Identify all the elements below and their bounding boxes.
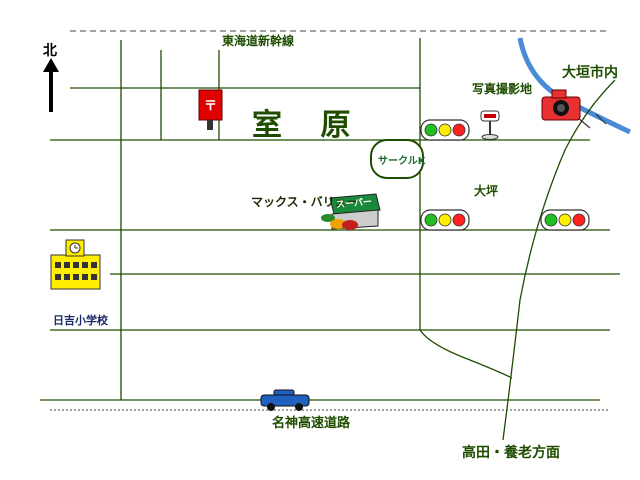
- district-label: 室 原: [252, 108, 365, 143]
- supermarket-icon: [321, 193, 381, 230]
- bus-stop-icon: [480, 110, 500, 140]
- ogaki-label: 大垣市内: [562, 65, 618, 81]
- bridge-marks: [577, 113, 607, 129]
- roads: [40, 38, 620, 441]
- shinkansen-label: 東海道新幹線: [222, 34, 295, 48]
- convenience-store-icon: [370, 139, 424, 179]
- svg-text:〒: 〒: [204, 99, 217, 114]
- car-icon: [260, 389, 310, 411]
- post-box-icon: 〒: [198, 89, 223, 130]
- traffic-signal-icon: [420, 209, 470, 231]
- school-icon: [50, 239, 101, 290]
- max-value-label: マックス・バリュー: [251, 195, 359, 209]
- traffic-signal-icon: [420, 119, 470, 141]
- photo-spot-label: 写真撮影地: [472, 82, 533, 96]
- traffic-signal-icon: [540, 209, 590, 231]
- direction-label: 高田・養老方面: [462, 445, 560, 461]
- north-label: 北: [43, 43, 57, 59]
- expressway-label: 名神高速道路: [272, 416, 351, 431]
- circle-k-label: サークルK: [378, 156, 426, 167]
- camera-icon: [541, 89, 581, 121]
- ohtsubo-label: 大坪: [474, 184, 499, 198]
- school-label: 日吉小学校: [53, 314, 108, 327]
- north-arrow-icon: [43, 58, 59, 112]
